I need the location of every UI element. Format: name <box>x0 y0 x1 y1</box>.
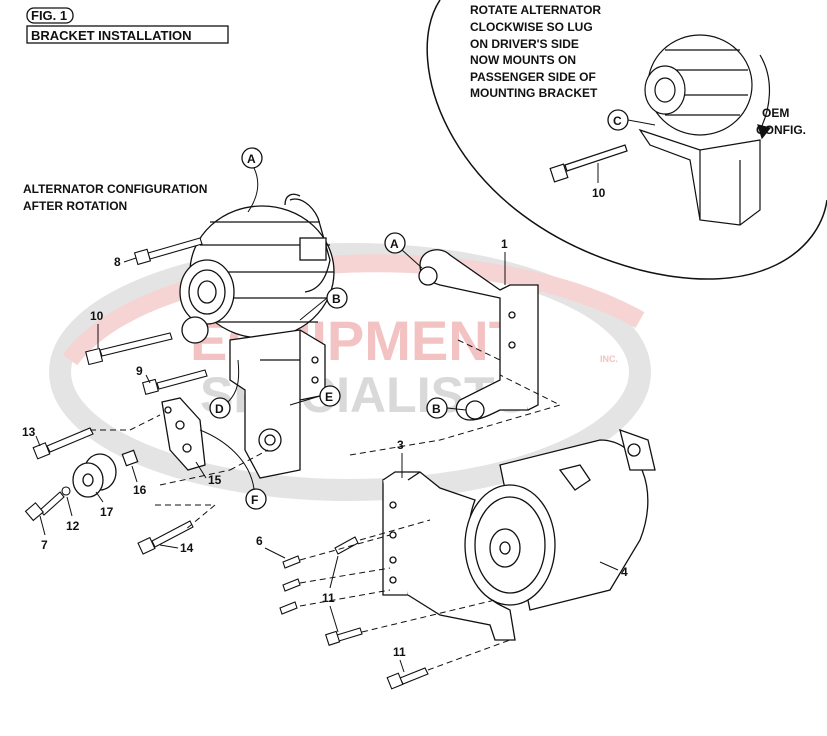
bolt-8-head <box>133 248 152 266</box>
plate-15 <box>161 397 206 471</box>
callout-a-bracket: A <box>384 232 423 269</box>
part-label-16: 16 <box>133 483 147 497</box>
figure-title-box <box>26 25 229 44</box>
callout-b-top: B <box>299 287 348 321</box>
bolt-10-head <box>85 347 104 366</box>
part-label-4: 4 <box>621 565 628 579</box>
bolt-11b <box>336 627 363 642</box>
bolt-13 <box>46 427 94 453</box>
alternator-mount-bracket <box>229 329 326 479</box>
svg-text:B: B <box>332 292 341 306</box>
bolt-9-head <box>141 378 159 396</box>
bolt-14-head <box>137 536 156 555</box>
note-rotate-line6: MOUNTING BRACKET <box>470 86 598 100</box>
bolt-9 <box>156 369 208 390</box>
bolt-11c <box>399 667 429 685</box>
watermark-swoosh-grey <box>49 243 651 501</box>
washer-12 <box>61 486 71 496</box>
bolt-7-head <box>24 502 44 522</box>
part-label-11b: 11 <box>393 645 406 659</box>
callout-f: F <box>199 429 267 510</box>
part-labels: 1 3 4 6 7 8 9 10 11 11 12 13 14 15 16 17 <box>22 237 628 673</box>
figure-number-box <box>26 7 74 24</box>
part-label-14: 14 <box>180 541 194 555</box>
part-label-11a: 11 <box>322 591 335 605</box>
figure-title-text: BRACKET INSTALLATION <box>31 28 192 43</box>
note-after-rotation-line1: ALTERNATOR CONFIGURATION <box>23 182 207 196</box>
callout-e: E <box>289 385 341 407</box>
inset-bolt <box>549 144 628 183</box>
inset-alternator <box>638 34 772 226</box>
idler-pulley <box>72 453 117 498</box>
callout-c: C <box>607 109 656 131</box>
bolt-14 <box>151 520 194 548</box>
part-label-10-inset: 10 <box>592 186 606 200</box>
part-label-7: 7 <box>41 538 48 552</box>
note-after-rotation: ALTERNATOR CONFIGURATION AFTER ROTATION <box>23 182 207 213</box>
note-rotate-instruction: ROTATE ALTERNATOR CLOCKWISE SO LUG ON DR… <box>470 3 601 100</box>
part-label-3: 3 <box>397 438 404 452</box>
bolt-6a <box>282 555 301 569</box>
bolts <box>24 237 429 690</box>
svg-text:C: C <box>613 114 622 128</box>
svg-text:B: B <box>432 402 441 416</box>
note-oem-line2: CONFIG. <box>756 123 806 137</box>
part-label-9: 9 <box>136 364 143 378</box>
note-oem-line1: OEM <box>762 106 789 120</box>
note-rotate-line4: NOW MOUNTS ON <box>470 53 576 67</box>
part-label-12: 12 <box>66 519 80 533</box>
part-label-1: 1 <box>501 237 508 251</box>
bolt-6b <box>282 578 301 592</box>
bolt-6c <box>279 601 298 615</box>
svg-text:A: A <box>247 152 256 166</box>
watermark-tag: INC. <box>600 354 618 364</box>
callout-d: D <box>209 359 240 419</box>
bolt-11a <box>334 536 359 555</box>
nut-16 <box>121 449 139 467</box>
bolt-10 <box>99 332 173 357</box>
figure-title: FIG. 1 BRACKET INSTALLATION <box>26 7 229 44</box>
assembly-lines <box>90 339 562 671</box>
svg-text:A: A <box>390 237 399 251</box>
part-label-8: 8 <box>114 255 121 269</box>
oem-inset: ROTATE ALTERNATOR CLOCKWISE SO LUG ON DR… <box>426 0 827 280</box>
part-label-17: 17 <box>100 505 114 519</box>
note-rotate-line5: PASSENGER SIDE OF <box>470 70 596 84</box>
callout-b-bracket: B <box>426 397 467 419</box>
compressor <box>464 428 656 611</box>
part-label-6: 6 <box>256 534 263 548</box>
note-after-rotation-line2: AFTER ROTATION <box>23 199 127 213</box>
figure-number: FIG. 1 <box>31 8 67 23</box>
bolt-7 <box>39 491 65 516</box>
note-rotate-line2: CLOCKWISE SO LUG <box>470 20 593 34</box>
svg-text:E: E <box>325 390 333 404</box>
note-rotate-line1: ROTATE ALTERNATOR <box>470 3 601 17</box>
svg-text:D: D <box>215 402 224 416</box>
svg-text:F: F <box>251 493 258 507</box>
bolt-11b-head <box>325 630 341 646</box>
inset-border <box>426 0 827 280</box>
callout-a-top: A <box>241 147 263 213</box>
part-label-15: 15 <box>208 473 222 487</box>
alternator <box>179 193 335 344</box>
bolt-11c-head <box>386 672 404 690</box>
bolt-13-head <box>32 442 51 460</box>
part-label-10: 10 <box>90 309 104 323</box>
note-rotate-line3: ON DRIVER'S SIDE <box>470 37 579 51</box>
part-label-13: 13 <box>22 425 36 439</box>
